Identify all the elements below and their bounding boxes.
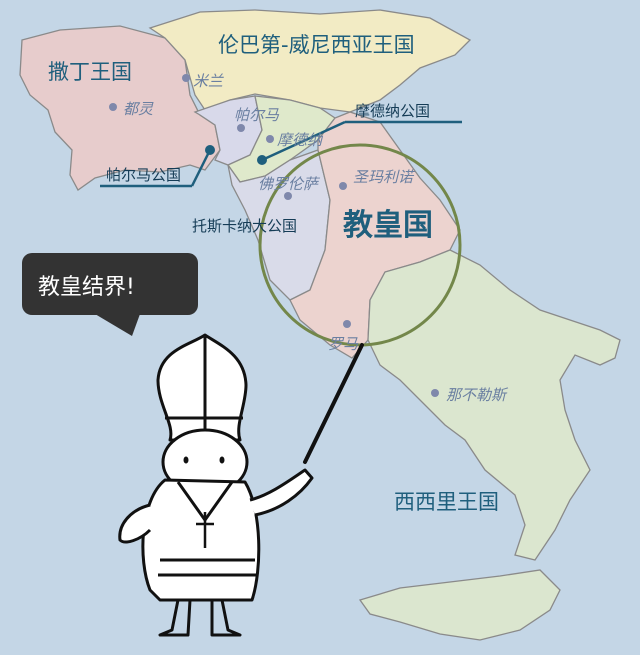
city-label-rome: 罗马 [328, 335, 359, 353]
callout-label-parma-duchy: 帕尔马公国 [106, 166, 182, 184]
city-label-turin: 都灵 [123, 100, 154, 118]
lombardy-venetia-region [148, 9, 472, 113]
parma-dot [237, 124, 245, 132]
callout-label-modena-duchy: 摩德纳公国 [355, 102, 431, 120]
region-label-lombardy-venetia: 伦巴第-威尼西亚王国 [218, 33, 415, 57]
city-label-san-marino: 圣玛利诺 [353, 168, 414, 186]
city-label-florence: 佛罗伦萨 [258, 175, 319, 193]
two-sicilies-region [367, 249, 621, 561]
naples-dot [431, 389, 439, 397]
san-marino-dot [339, 182, 347, 190]
pope-character [118, 333, 314, 637]
modena-dot [266, 135, 274, 143]
callout-label-tuscany: 托斯卡纳大公国 [192, 217, 298, 235]
parma-callout-dot [205, 145, 215, 155]
region-label-sardinia: 撒丁王国 [48, 60, 132, 84]
city-label-modena: 摩德纳 [277, 131, 323, 149]
region-label-papal-states: 教皇国 [343, 208, 433, 243]
speech-bubble [22, 253, 198, 336]
milan-dot [182, 74, 190, 82]
sicily-island [358, 569, 561, 641]
modena-callout-dot [257, 155, 267, 165]
modena-callout-line [261, 120, 346, 162]
turin-dot [109, 103, 117, 111]
florence-dot [284, 192, 292, 200]
parma-callout-line [190, 149, 212, 187]
city-label-naples: 那不勒斯 [446, 386, 507, 404]
speech-bubble-text: 教皇结界! [38, 275, 135, 300]
city-label-milan: 米兰 [193, 72, 224, 90]
region-label-two-sicilies: 西西里王国 [394, 490, 499, 514]
rome-dot [343, 320, 351, 328]
city-label-parma: 帕尔马 [234, 106, 280, 124]
pointer-stick [303, 343, 364, 464]
